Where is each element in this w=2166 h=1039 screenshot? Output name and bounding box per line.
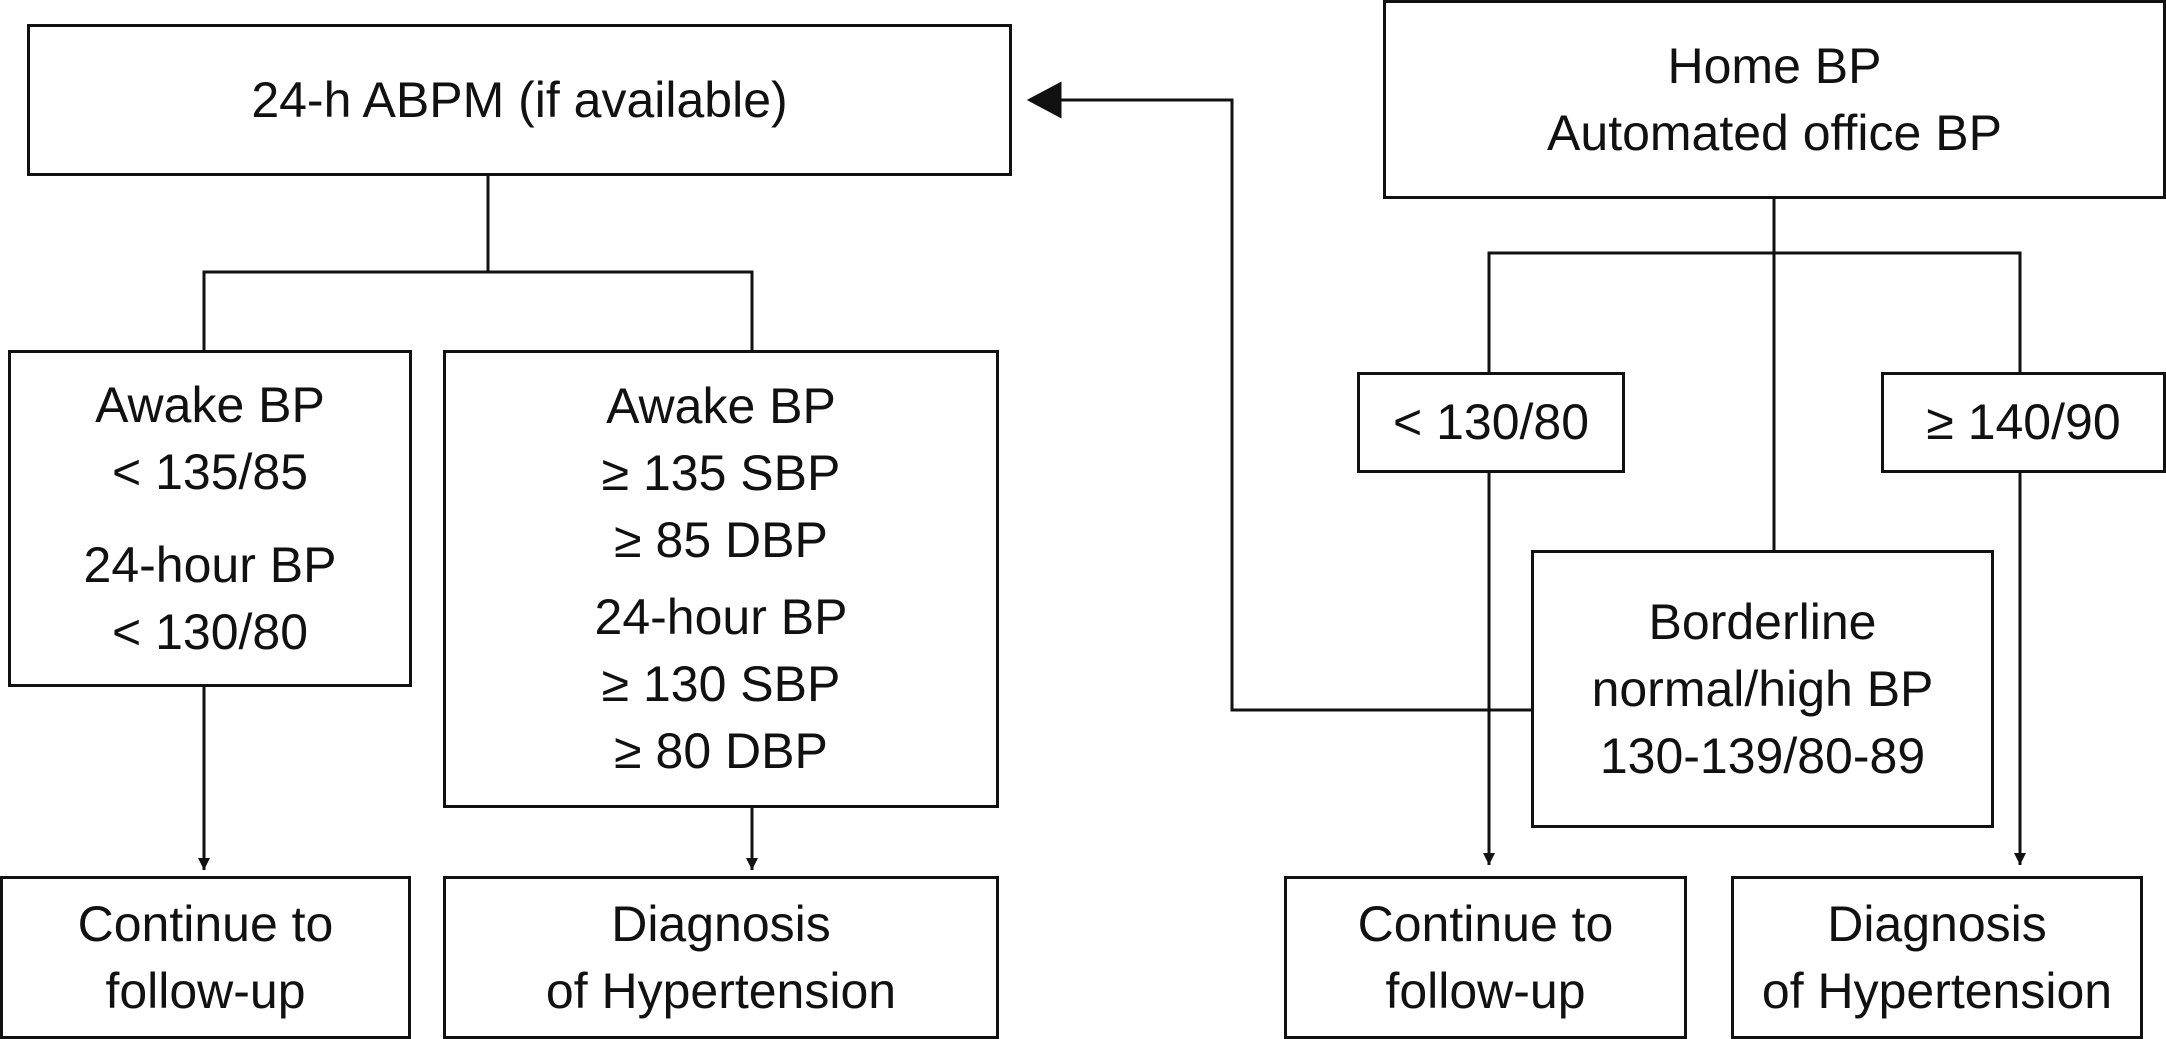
borderline-to-abpm-connector xyxy=(1060,98,1531,712)
abpm-box: 24-h ABPM (if available) xyxy=(27,24,1012,176)
abpm-high-24h-dbp: ≥ 80 DBP xyxy=(614,723,828,779)
abpm-followup-line1: Continue to xyxy=(77,895,334,952)
borderline-line3: 130-139/80-89 xyxy=(1599,727,1926,784)
abpm-diagnosis-line2: of Hypertension xyxy=(545,962,897,1019)
abpm-title: 24-h ABPM (if available) xyxy=(251,71,788,128)
abpm-high-24h-sbp: ≥ 130 SBP xyxy=(601,656,841,712)
home-branch-connector xyxy=(1487,251,2022,372)
abpm-normal-awake-value: < 135/85 xyxy=(111,443,309,500)
abpm-normal-criteria-box: Awake BP < 135/85 24-hour BP < 130/80 xyxy=(8,350,412,687)
home-bp-box: Home BP Automated office BP xyxy=(1383,0,2166,199)
abpm-normal-awake-label: Awake BP xyxy=(95,376,325,433)
abpm-diagnosis-line1: Diagnosis xyxy=(611,895,831,952)
abpm-followup-box: Continue to follow-up xyxy=(0,876,411,1039)
abpm-high-criteria-box: Awake BP ≥ 135 SBP ≥ 85 DBP 24-hour BP ≥… xyxy=(443,350,999,808)
abpm-normal-24h-value: < 130/80 xyxy=(111,603,309,660)
abpm-high-awake-sbp: ≥ 135 SBP xyxy=(601,445,841,501)
home-diagnosis-line1: Diagnosis xyxy=(1827,895,2047,952)
home-bp-title-line1: Home BP xyxy=(1667,37,1882,94)
home-diagnosis-line2: of Hypertension xyxy=(1761,962,2113,1019)
home-low-threshold-box: < 130/80 xyxy=(1357,372,1625,473)
arrow-to-abpm xyxy=(1026,81,1062,119)
borderline-line1: Borderline xyxy=(1648,593,1877,650)
abpm-followup-line2: follow-up xyxy=(105,962,306,1019)
abpm-diagnosis-box: Diagnosis of Hypertension xyxy=(443,876,999,1039)
home-high-threshold-value: ≥ 140/90 xyxy=(1926,394,2121,450)
abpm-branch-connector xyxy=(202,270,754,350)
home-bp-title-line2: Automated office BP xyxy=(1547,104,2002,161)
home-high-threshold-box: ≥ 140/90 xyxy=(1881,372,2166,473)
home-diagnosis-box: Diagnosis of Hypertension xyxy=(1731,876,2143,1039)
borderline-box: Borderline normal/high BP 130-139/80-89 xyxy=(1531,550,1994,828)
home-followup-line1: Continue to xyxy=(1357,895,1614,952)
home-followup-line2: follow-up xyxy=(1385,962,1586,1019)
abpm-high-awake-dbp: ≥ 85 DBP xyxy=(614,512,828,568)
home-followup-box: Continue to follow-up xyxy=(1284,876,1687,1039)
home-low-threshold-value: < 130/80 xyxy=(1392,394,1590,450)
borderline-line2: normal/high BP xyxy=(1591,660,1934,717)
abpm-high-24h-label: 24-hour BP xyxy=(594,589,848,645)
abpm-high-awake-label: Awake BP xyxy=(606,378,836,434)
abpm-normal-24h-label: 24-hour BP xyxy=(83,536,337,593)
